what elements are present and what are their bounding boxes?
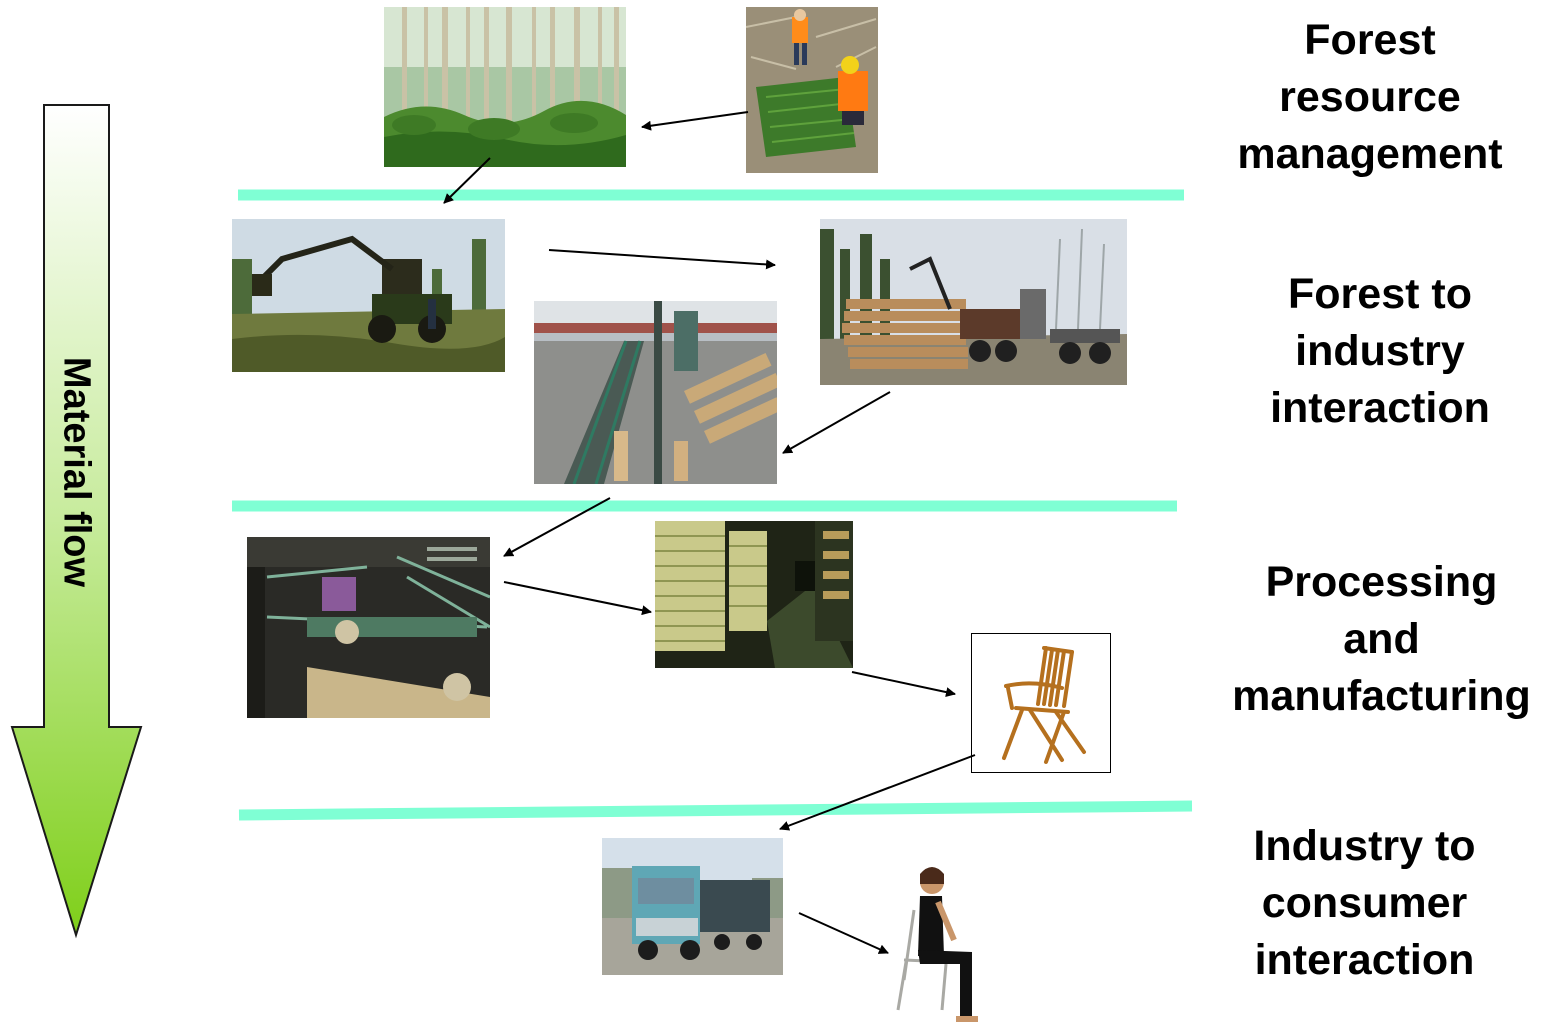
log-sorting-conveyor-photo [534, 301, 777, 484]
divider-line-3 [238, 800, 1193, 821]
stage-label-industry-to-consumer: Industry to consumer interaction [1253, 822, 1476, 984]
stage-label-processing: Processing and manufacturing [1232, 558, 1531, 720]
arrow-truck-to-consumer [798, 912, 889, 954]
arrow-harvester-to-truck [548, 249, 776, 270]
seedling-planting-photo [746, 7, 878, 173]
lumber-drying-kiln-photo [655, 521, 853, 668]
arrow-kiln-to-chair [851, 671, 956, 698]
arrow-forest-to-harvester [443, 157, 491, 204]
wooden-chair-photo [971, 633, 1111, 773]
arrow-seedlings-to-forest [641, 111, 749, 131]
timber-truck-photo [820, 219, 1127, 385]
arrow-sawmill-to-kiln [503, 581, 652, 616]
arrow-conveyor-to-sawmill [503, 497, 611, 557]
stage-label-forest-resource-management: Forest resource management [1237, 16, 1503, 178]
forest-stand-photo [384, 7, 626, 167]
arrow-chair-to-truck [779, 754, 976, 831]
harvester-photo [232, 219, 505, 372]
delivery-truck-photo [602, 838, 783, 975]
stage-label-forest-to-industry: Forest to industry interaction [1270, 270, 1490, 432]
sawmill-line-photo [247, 537, 490, 718]
seated-person-photo [876, 860, 986, 1026]
arrow-truck-to-conveyor [782, 391, 891, 454]
